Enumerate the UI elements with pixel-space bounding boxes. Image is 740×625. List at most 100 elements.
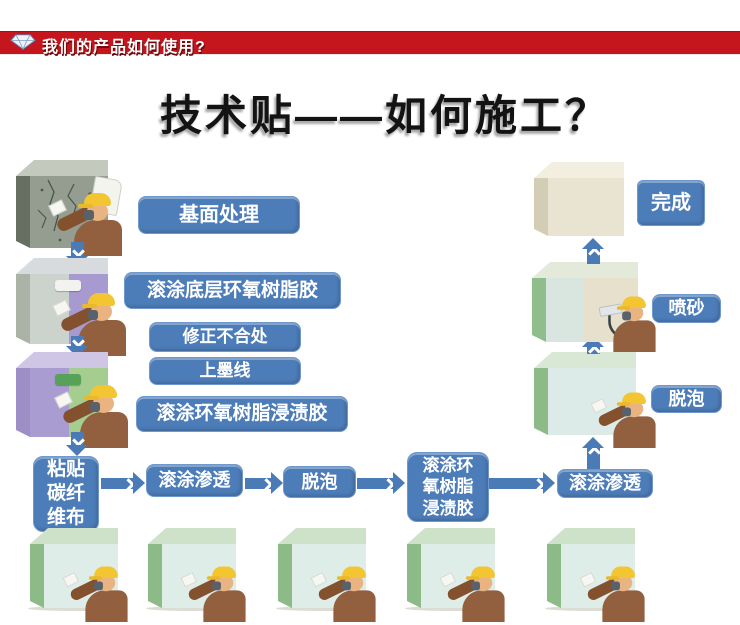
page-title: 技术贴——如何施工？ xyxy=(159,92,610,139)
worker-figure xyxy=(48,190,124,256)
arrow-up-icon xyxy=(582,437,604,469)
block-side-face xyxy=(407,544,421,608)
worker-figure-sprayer xyxy=(594,294,657,352)
block-top-face xyxy=(16,258,108,274)
trowel-icon xyxy=(590,398,608,414)
label-defoam-1: 脱泡 xyxy=(283,466,356,498)
worker-figure xyxy=(579,564,646,622)
block-side-face xyxy=(148,544,162,608)
block-side-face xyxy=(532,278,546,342)
label-ink-line: 上墨线 xyxy=(149,357,301,385)
hard-hat-icon xyxy=(465,566,495,580)
hard-hat-icon xyxy=(336,566,366,580)
arrow-right-icon xyxy=(357,472,405,494)
block-top-face xyxy=(407,528,495,544)
block-side-face xyxy=(534,368,548,435)
hard-hat-icon xyxy=(82,293,115,308)
trowel-icon xyxy=(579,572,597,588)
block-top-face xyxy=(16,352,108,368)
block-side-face xyxy=(547,544,561,608)
block-side-face xyxy=(16,274,30,344)
hard-hat-icon xyxy=(206,566,236,580)
respirator-mask-icon xyxy=(88,310,98,320)
block-top-face xyxy=(30,528,118,544)
block-side-face xyxy=(278,544,292,608)
block-top-face xyxy=(278,528,366,544)
hard-hat-icon xyxy=(88,566,118,580)
worker-body xyxy=(462,590,505,622)
block-side-face xyxy=(16,176,30,248)
arrow-down-icon xyxy=(66,432,88,456)
header-title: 我们的产品如何使用? xyxy=(42,39,206,56)
respirator-mask-icon xyxy=(471,581,480,591)
arrow-right-icon xyxy=(489,472,555,494)
worker-body xyxy=(85,590,128,622)
ground-shadow xyxy=(28,606,124,611)
block-top-face xyxy=(547,528,635,544)
hard-hat-icon xyxy=(84,385,117,400)
label-roll-impreg-epoxy-2: 滚涂环 氧树脂 浸渍胶 xyxy=(407,452,489,522)
label-paste-carbon-fiber: 粘贴 碳纤 维布 xyxy=(33,456,99,532)
worker-body xyxy=(613,320,656,352)
label-base-surface-treatment: 基面处理 xyxy=(138,196,300,234)
arrow-down-icon xyxy=(66,335,88,357)
respirator-mask-icon xyxy=(84,210,94,220)
arrow-right-icon xyxy=(245,472,283,494)
worker-figure xyxy=(439,564,506,622)
arrow-right-icon xyxy=(101,472,145,494)
block-front-face xyxy=(548,178,624,236)
block-top-face xyxy=(534,162,624,178)
ground-shadow xyxy=(146,606,242,611)
respirator-mask-icon xyxy=(622,407,631,417)
worker-figure xyxy=(62,564,129,622)
respirator-mask-icon xyxy=(611,581,620,591)
hard-hat-icon xyxy=(605,566,635,580)
block-top-face xyxy=(532,262,638,278)
worker-body xyxy=(602,590,645,622)
block-side-face xyxy=(30,544,44,608)
label-fix-defects: 修正不合处 xyxy=(149,322,301,352)
diamond-logo-icon xyxy=(10,34,36,50)
hard-hat-icon xyxy=(616,296,646,310)
block-top-face xyxy=(148,528,236,544)
ground-shadow xyxy=(545,606,641,611)
respirator-mask-icon xyxy=(622,311,631,321)
label-roll-penetrate-2: 滚涂渗透 xyxy=(557,469,653,498)
ground-shadow xyxy=(405,606,501,611)
worker-body xyxy=(333,590,376,622)
label-roll-penetrate-1: 滚涂渗透 xyxy=(146,464,243,497)
label-defoam-2: 脱泡 xyxy=(651,385,722,413)
worker-body xyxy=(203,590,246,622)
block-finished xyxy=(534,162,624,236)
header-bar xyxy=(0,31,740,55)
hard-hat-icon xyxy=(616,392,646,406)
label-done: 完成 xyxy=(637,180,705,226)
trowel-icon xyxy=(62,572,80,588)
trowel-icon xyxy=(180,572,198,588)
block-side-face xyxy=(16,368,30,437)
worker-figure xyxy=(180,564,247,622)
worker-figure xyxy=(590,390,657,448)
roller-patch xyxy=(54,280,81,291)
respirator-mask-icon xyxy=(342,581,351,591)
arrow-up-icon xyxy=(582,238,604,264)
label-roll-impreg-epoxy: 滚涂环氧树脂浸渍胶 xyxy=(136,396,348,432)
hard-hat-icon xyxy=(78,193,111,208)
respirator-mask-icon xyxy=(94,581,103,591)
worker-figure xyxy=(310,564,377,622)
arrow-down-icon xyxy=(66,242,88,267)
label-roll-primer-epoxy: 滚涂底层环氧树脂胶 xyxy=(124,272,341,309)
label-sandblast: 喷砂 xyxy=(652,294,721,323)
respirator-mask-icon xyxy=(212,581,221,591)
block-side-face xyxy=(534,178,548,236)
respirator-mask-icon xyxy=(90,402,100,412)
block-top-face xyxy=(16,160,108,176)
trowel-icon xyxy=(439,572,457,588)
worker-figure xyxy=(54,382,130,448)
ground-shadow xyxy=(276,606,372,611)
worker-body xyxy=(613,416,656,448)
roller-patch xyxy=(54,374,81,385)
trowel-icon xyxy=(310,572,328,588)
block-top-face xyxy=(534,352,636,368)
